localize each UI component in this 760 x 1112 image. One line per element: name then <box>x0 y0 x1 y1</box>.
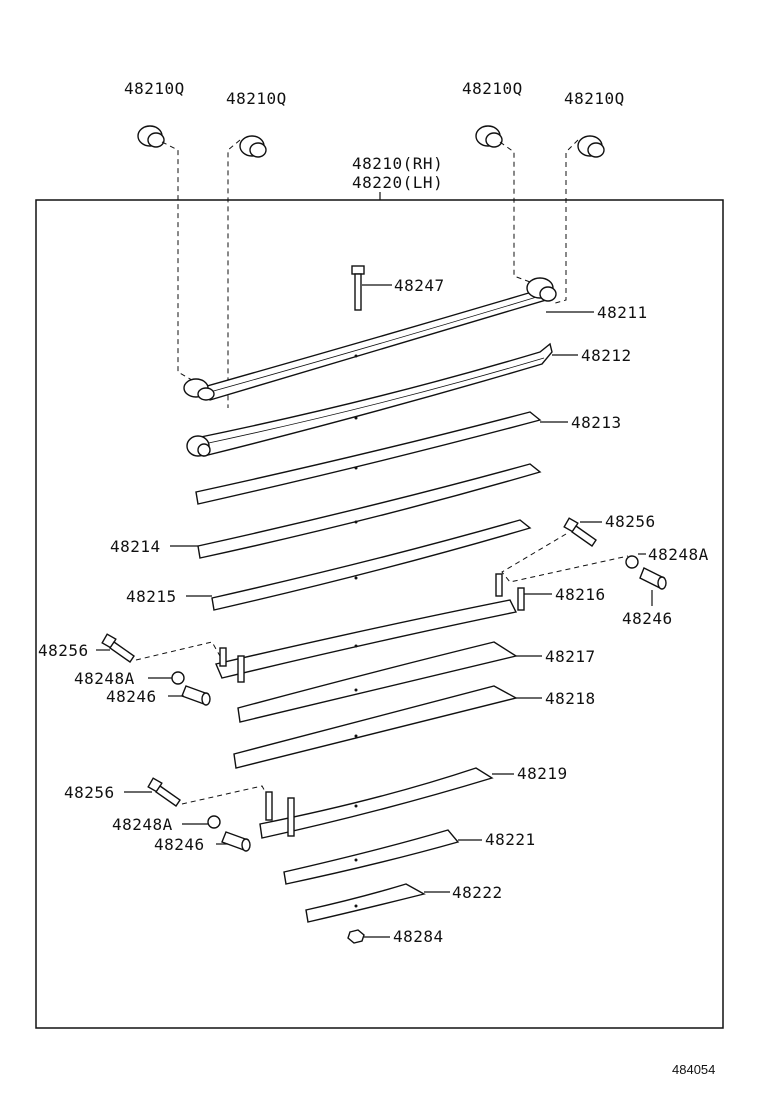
bushing-3-alignment <box>499 141 531 283</box>
bolt-48256-a-alignment <box>501 533 629 583</box>
label-bushing-1: 48210Q <box>124 79 185 98</box>
center-bolt-48247[interactable] <box>351 265 365 311</box>
leaf-48214[interactable] <box>197 463 542 559</box>
label-bushing-4: 48210Q <box>564 89 625 108</box>
leaf-48211[interactable] <box>183 277 557 401</box>
bushing-4-alignment <box>551 139 579 305</box>
label-leaf-48215: 48215 <box>126 587 177 606</box>
label-pin-48246-b: 48246 <box>106 687 157 706</box>
label-leaf-48214: 48214 <box>110 537 161 556</box>
label-spacer-48248a-b: 48248A <box>74 669 135 688</box>
label-spacer-48248a-c: 48248A <box>112 815 173 834</box>
bushing-2-alignment <box>227 139 241 408</box>
label-nut-48284: 48284 <box>393 927 444 946</box>
bushing-48210q-3[interactable] <box>475 125 503 148</box>
label-bushing-2: 48210Q <box>226 89 287 108</box>
label-bolt-48256-c: 48256 <box>64 783 115 802</box>
label-leaf-48219: 48219 <box>517 764 568 783</box>
label-bushing-3: 48210Q <box>462 79 523 98</box>
pin-48246-a[interactable] <box>639 567 667 590</box>
bolt-48256-c[interactable] <box>147 777 181 807</box>
label-leaf-48218: 48218 <box>545 689 596 708</box>
label-leaf-48222: 48222 <box>452 883 503 902</box>
leaf-48213[interactable] <box>195 411 542 505</box>
label-center-bolt: 48247 <box>394 276 445 295</box>
pin-48246-c[interactable] <box>221 831 251 852</box>
bushing-1-alignment <box>161 141 193 381</box>
nut-48284[interactable] <box>347 929 365 944</box>
bolt-48256-b-alignment <box>135 641 221 661</box>
label-bolt-48256-b: 48256 <box>38 641 89 660</box>
label-pin-48246-a: 48246 <box>622 609 673 628</box>
bushing-48210q-1[interactable] <box>137 125 165 148</box>
label-leaf-48217: 48217 <box>545 647 596 666</box>
label-leaf-48213: 48213 <box>571 413 622 432</box>
label-pin-48246-c: 48246 <box>154 835 205 854</box>
bushing-48210q-4[interactable] <box>577 135 605 158</box>
bolt-48256-c-alignment <box>181 785 271 805</box>
bushing-48210q-2[interactable] <box>239 135 267 158</box>
leaf-48215[interactable] <box>211 519 532 611</box>
label-leaf-48212: 48212 <box>581 346 632 365</box>
bolt-48256-b[interactable] <box>101 633 135 663</box>
bolt-48256-a[interactable] <box>563 517 597 547</box>
leaf-48222[interactable] <box>305 883 426 923</box>
label-assembly-rh: 48210(RH) <box>352 154 443 173</box>
label-leaf-48221: 48221 <box>485 830 536 849</box>
label-bolt-48256-a: 48256 <box>605 512 656 531</box>
label-assembly-lh: 48220(LH) <box>352 173 443 192</box>
label-spacer-48248a-a: 48248A <box>648 545 709 564</box>
leaf-48216[interactable] <box>215 573 525 683</box>
leaf-48219[interactable] <box>259 767 494 839</box>
label-leaf-48211: 48211 <box>597 303 648 322</box>
leaf-48212[interactable] <box>186 342 553 457</box>
diagram-code: 484054 <box>672 1062 715 1077</box>
spacer-48248a-c[interactable] <box>207 815 221 829</box>
pin-48246-b[interactable] <box>181 685 211 706</box>
spacer-48248a-a[interactable] <box>625 555 639 569</box>
leaf-48221[interactable] <box>283 829 460 885</box>
label-leaf-48216: 48216 <box>555 585 606 604</box>
spacer-48248a-b[interactable] <box>171 671 185 685</box>
